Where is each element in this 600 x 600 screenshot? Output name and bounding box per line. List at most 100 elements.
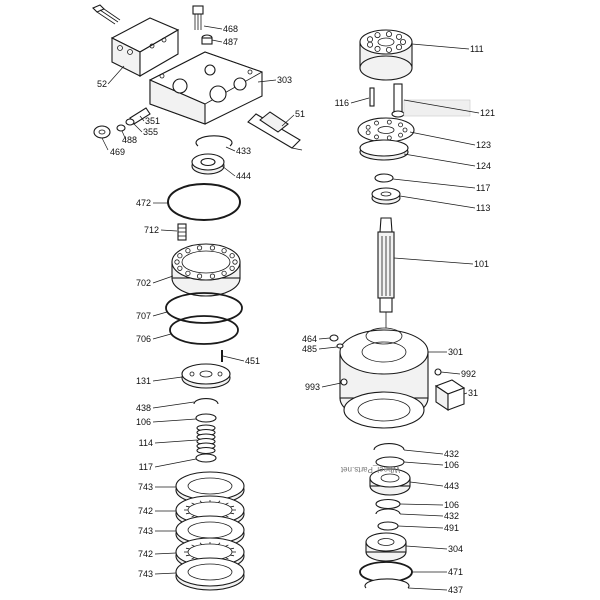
piston-bores (367, 31, 406, 53)
part-number-label: 432 (444, 511, 459, 521)
swash-plate-124 (359, 139, 409, 161)
part-number-label: 707 (136, 311, 151, 321)
spherical-bush-113 (371, 187, 401, 205)
leader-line (203, 25, 223, 30)
part-number-label: 111 (470, 44, 484, 54)
leader-line (403, 449, 444, 455)
spline-tooth (230, 505, 235, 508)
leader-line (403, 461, 444, 466)
leader-line (154, 572, 177, 575)
plug-469 (93, 125, 111, 139)
leader-line (321, 382, 342, 388)
ring-472 (167, 183, 241, 221)
spring-hole (209, 245, 216, 251)
leader-line (107, 65, 125, 85)
part-number-label: 301 (448, 347, 463, 357)
spring-hole (209, 273, 216, 279)
bearing-444 (191, 153, 225, 175)
part-number-label: 51 (295, 109, 305, 119)
part-number-label: 116 (335, 98, 349, 108)
piston-bore (374, 45, 381, 52)
disc-spring (196, 446, 216, 455)
leader-line (403, 99, 480, 114)
part-number-label: 131 (136, 376, 151, 386)
piston-121 (391, 83, 405, 118)
snap-ring-432b (375, 508, 401, 515)
leader-line (397, 525, 444, 529)
leader-line (139, 115, 145, 122)
plug-992 (434, 368, 442, 376)
valve-casing-303 (149, 51, 263, 125)
spring-712 (177, 223, 187, 241)
leader-line (350, 97, 370, 104)
part-number-label: 451 (245, 356, 260, 366)
part-number-label: 702 (136, 278, 151, 288)
part-number-label: 992 (461, 369, 476, 379)
leader-line (393, 257, 474, 265)
part-number-label: 52 (97, 79, 107, 89)
spline-tooth (230, 554, 235, 557)
spring-hole (196, 273, 203, 279)
part-number-label: 113 (476, 203, 490, 213)
plate-hole (386, 119, 392, 125)
snap-ring-432 (373, 443, 405, 451)
leader-line (152, 401, 195, 409)
snap-ring-437 (364, 578, 410, 589)
spline-tooth (185, 554, 190, 557)
spline-tooth (185, 512, 190, 515)
part-number-label: 468 (223, 24, 238, 34)
leader-line (463, 392, 468, 395)
friction-discs (175, 471, 245, 591)
leader-line (411, 43, 470, 50)
spring-hole (177, 265, 183, 271)
spline-tooth (218, 542, 221, 545)
part-number-label: 106 (444, 500, 459, 510)
part-number-label: 743 (138, 569, 153, 579)
part-number-label: 472 (136, 198, 151, 208)
leader-line (405, 545, 448, 550)
brake-piston-702 (171, 243, 241, 297)
part-number-label: 443 (444, 481, 459, 491)
spring-hole (232, 259, 238, 265)
leader-line (407, 587, 448, 591)
leader-line (222, 355, 245, 362)
leader-line (281, 114, 295, 127)
spline-tooth (218, 500, 221, 503)
part-number-label: 742 (138, 549, 153, 559)
leader-line (101, 137, 109, 151)
retainer-plate-123 (357, 117, 415, 143)
spline-tooth (230, 512, 235, 515)
part-number-label: 743 (138, 526, 153, 536)
cylinder-block-111 (359, 29, 413, 81)
part-number-label: 114 (139, 438, 153, 448)
plate-holes (365, 119, 408, 141)
housing-301 (339, 327, 429, 429)
part-number-label: 433 (236, 146, 251, 156)
spring-114 (196, 424, 216, 455)
part-number-label: 106 (136, 417, 151, 427)
part-number-label: 469 (110, 147, 125, 157)
plug-464 (329, 334, 344, 349)
part-number-label: 117 (139, 462, 153, 472)
spring-hole (221, 270, 227, 276)
plate-hole (365, 130, 371, 136)
spline-tooth (225, 557, 229, 560)
relief-block-52 (110, 17, 180, 77)
leader-line (225, 146, 236, 152)
plate-hole (374, 120, 379, 126)
part-number-label: 464 (302, 334, 317, 344)
spring-hole (196, 245, 203, 251)
bolt-part (92, 4, 121, 25)
spline-tooth (199, 500, 202, 503)
leader-line (221, 165, 236, 177)
spacer-106c (375, 498, 401, 510)
part-number-label: 743 (138, 482, 153, 492)
plate-hole (365, 124, 371, 130)
o-ring-706 (169, 315, 239, 345)
piston-bore (374, 32, 381, 39)
spring-hole (177, 253, 183, 259)
leader-line (392, 178, 476, 189)
part-number-label: 117 (476, 183, 490, 193)
part-number-label: 31 (468, 388, 478, 398)
leader-line (152, 311, 168, 317)
